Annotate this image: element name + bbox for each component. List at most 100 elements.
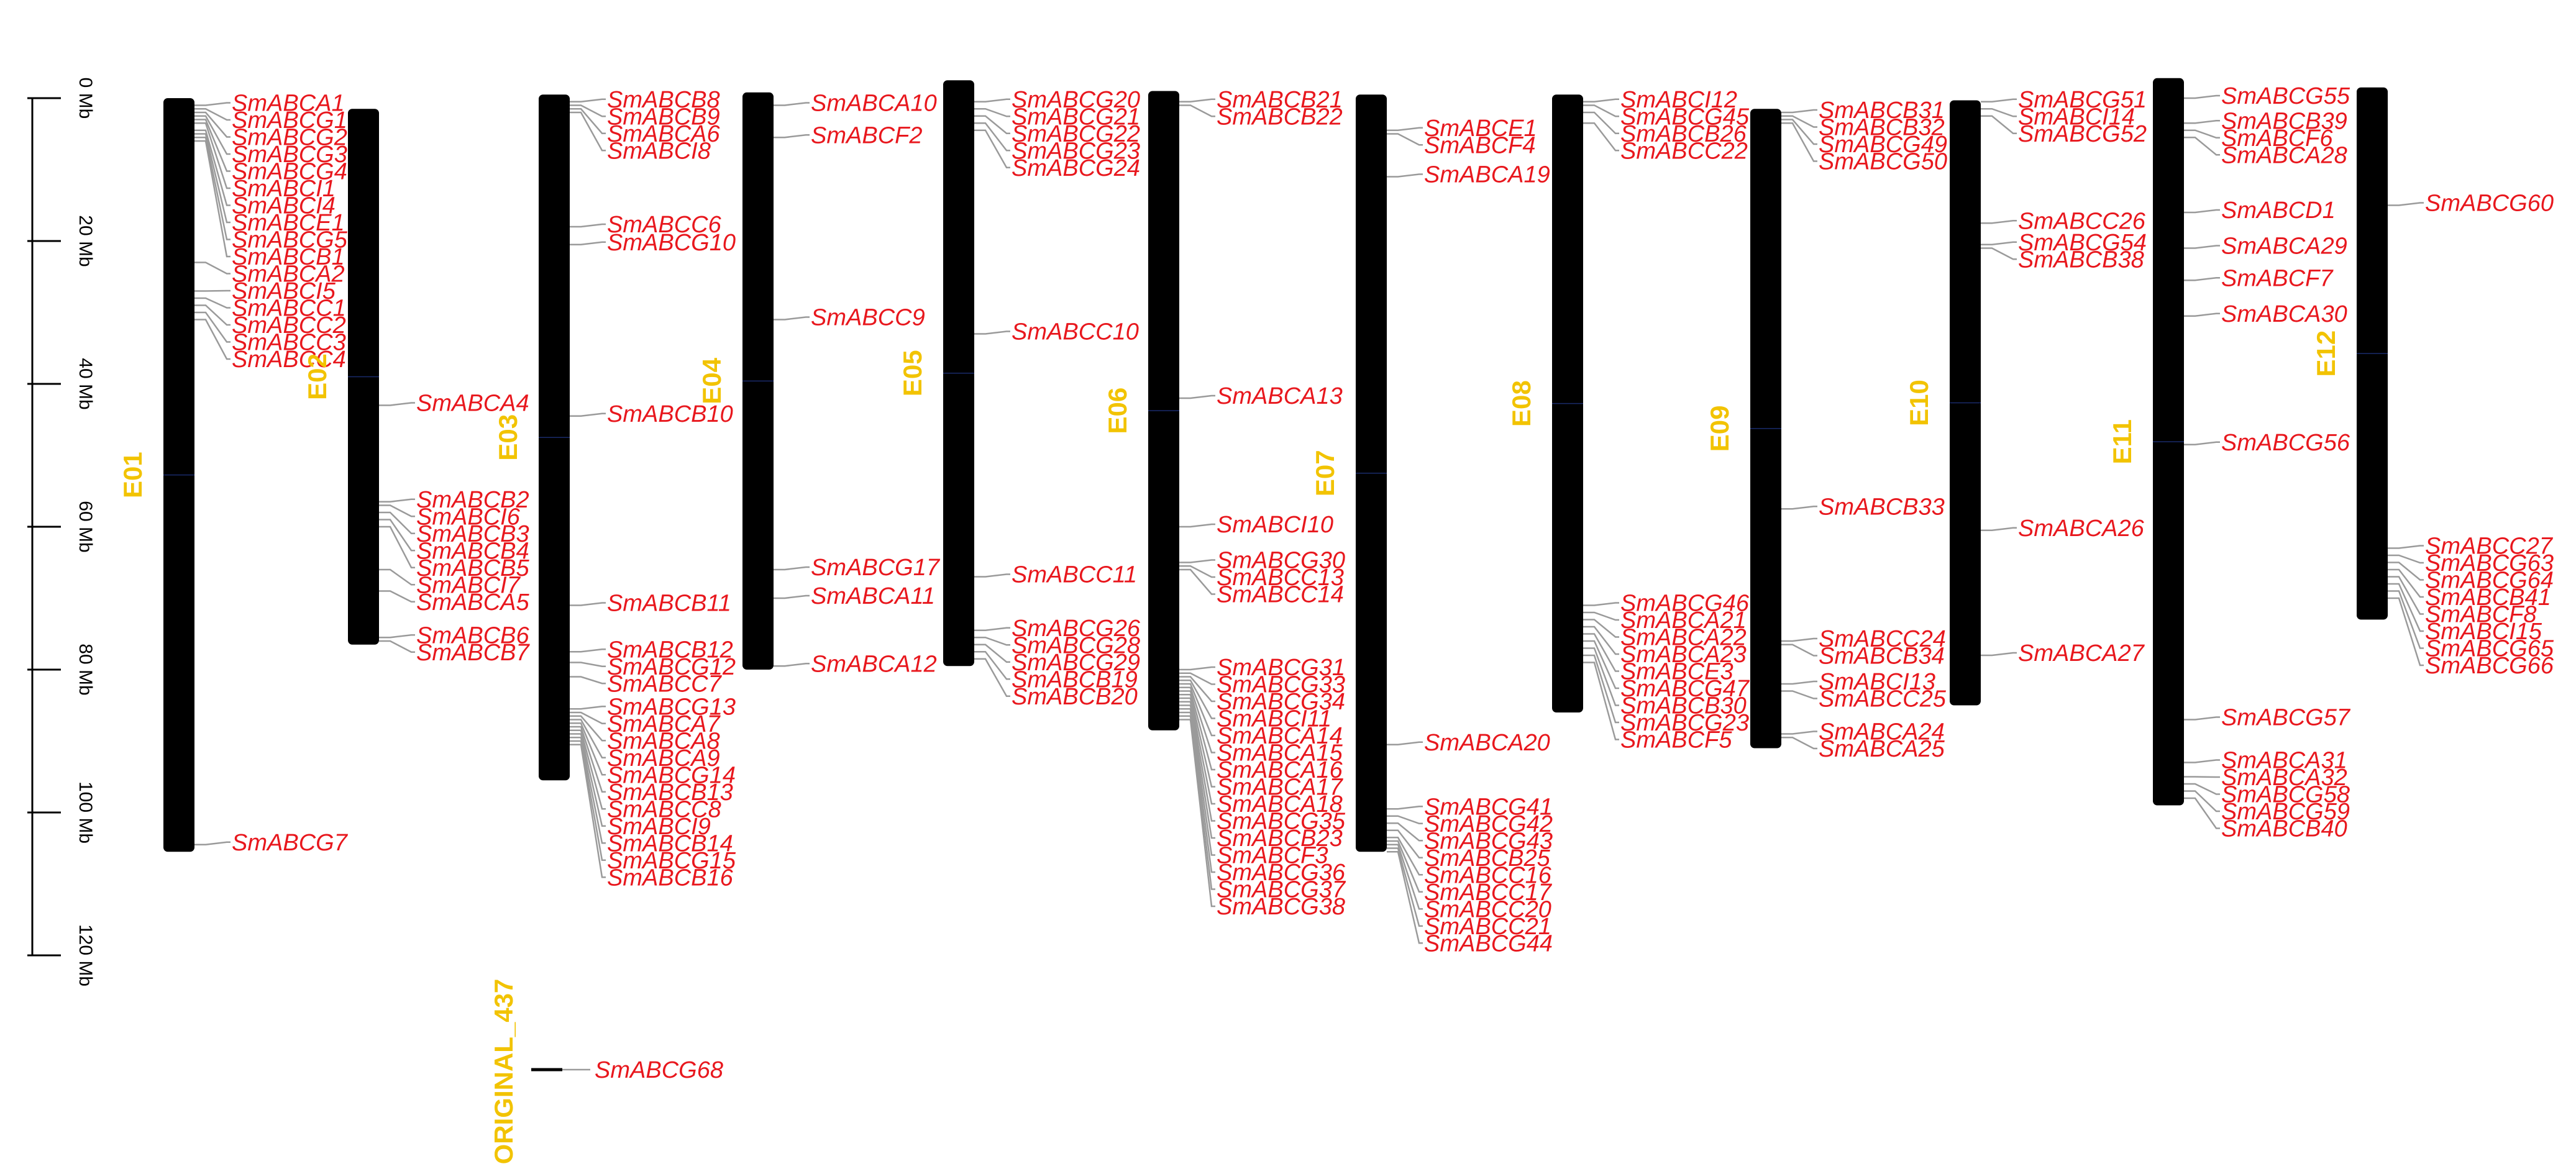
gene-label: SmABCG57 — [2221, 705, 2351, 731]
gene-leader-line — [570, 648, 606, 653]
gene-leader-line — [194, 119, 231, 172]
gene-leader-line — [1781, 730, 1817, 735]
gene-label: SmABCB38 — [2018, 247, 2144, 273]
gene-label: SmABCA19 — [1424, 162, 1550, 188]
gene-label: SmABCF5 — [1620, 727, 1732, 753]
gene-label: SmABCG59 — [2221, 799, 2350, 825]
gene-label: SmABCE3 — [1620, 659, 1733, 685]
gene-label: SmABCB32 — [1819, 115, 1945, 141]
gene-leader-line — [1583, 626, 1619, 655]
gene-leader-line — [1583, 647, 1619, 706]
chromosome-e10: E10SmABCG51SmABCI14SmABCG52SmABCC26SmABC… — [1904, 87, 2147, 706]
gene-leader-line — [1179, 559, 1215, 563]
gene-label: SmABCG15 — [607, 848, 736, 874]
gene-leader-line — [1179, 701, 1215, 822]
gene-leader-line — [1179, 676, 1215, 703]
gene-leader-line — [1387, 133, 1423, 146]
gene-label: SmABCI5 — [232, 278, 336, 304]
gene-leader-line — [1583, 654, 1619, 724]
unplaced-scaffold: ORIGINAL_437 SmABCG68 — [489, 979, 723, 1165]
gene-label: SmABCG5 — [232, 227, 348, 253]
gene-label: SmABCB33 — [1819, 494, 1945, 520]
gene-label: SmABCG42 — [1424, 811, 1553, 837]
gene-leader-line — [570, 711, 606, 724]
gene-label: SmABCG4 — [232, 159, 347, 185]
gene-label: SmABCC7 — [607, 671, 723, 697]
gene-leader-line — [2388, 568, 2424, 598]
gene-leader-line — [974, 644, 1010, 663]
gene-leader-line — [194, 140, 231, 258]
gene-label: SmABCI10 — [1217, 512, 1333, 538]
chromosome-label: E06 — [1103, 388, 1132, 434]
gene-label: SmABCG38 — [1217, 894, 1345, 920]
gene-leader-line — [194, 129, 231, 206]
chromosome-layer: E01SmABCA1SmABCG1SmABCG2SmABCG3SmABCG4Sm… — [118, 78, 2554, 957]
gene-label: SmABCG46 — [1620, 591, 1750, 617]
chromosome-e03: E03SmABCB8SmABCB9SmABCA6SmABCI8SmABCC6Sm… — [493, 87, 736, 891]
gene-leader-line — [1179, 686, 1215, 753]
gene-leader-line — [1179, 523, 1215, 528]
gene-leader-line — [774, 663, 810, 667]
gene-label: SmABCB13 — [607, 780, 733, 806]
gene-label: SmABCI12 — [1620, 87, 1737, 113]
gene-leader-line — [974, 129, 1010, 168]
gene-leader-line — [570, 706, 606, 710]
gene-leader-line — [379, 640, 415, 653]
gene-leader-line — [379, 519, 415, 552]
gene-label: SmABCB3 — [416, 521, 529, 547]
gene-leader-line — [2184, 783, 2220, 795]
gene-leader-line — [570, 111, 606, 152]
gene-leader-line — [2184, 716, 2220, 721]
gene-label: SmABCC16 — [1424, 862, 1552, 888]
gene-label: SmABCG68 — [595, 1057, 723, 1083]
scaffold-label: ORIGINAL_437 — [489, 979, 518, 1165]
gene-label: SmABCI8 — [607, 138, 711, 164]
gene-leader-line — [1583, 640, 1619, 689]
gene-leader-line — [974, 115, 1010, 134]
gene-label: SmABCF8 — [2425, 602, 2536, 628]
gene-label: SmABCB31 — [1819, 98, 1945, 124]
gene-leader-line — [570, 602, 606, 606]
gene-leader-line — [1583, 98, 1619, 102]
gene-leader-line — [1781, 737, 1817, 750]
gene-leader-line — [194, 262, 231, 275]
gene-leader-line — [1179, 98, 1215, 102]
gene-label: SmABCB25 — [1424, 845, 1551, 871]
chromosome-e04: E04SmABCA10SmABCF2SmABCC9SmABCG17SmABCA1… — [697, 91, 941, 678]
gene-label: SmABCC21 — [1424, 914, 1551, 940]
chromosome-label: E05 — [898, 350, 927, 396]
gene-leader-line — [1179, 680, 1215, 719]
scale-tick-label: 0 Mb — [75, 78, 96, 119]
gene-leader-line — [1981, 220, 2017, 224]
gene-leader-line — [570, 744, 606, 878]
gene-label: SmABCI9 — [607, 814, 711, 840]
gene-leader-line — [1179, 708, 1215, 856]
gene-leader-line — [1179, 694, 1215, 788]
gene-label: SmABCC17 — [1424, 880, 1553, 906]
gene-leader-line — [570, 412, 606, 417]
gene-label: SmABCG43 — [1424, 828, 1553, 854]
gene-label: SmABCC4 — [232, 347, 346, 373]
gene-leader-line — [194, 122, 231, 189]
gene-label: SmABCA32 — [2221, 765, 2347, 791]
gene-label: SmABCA7 — [607, 711, 721, 737]
gene-label: SmABCB30 — [1620, 693, 1747, 719]
gene-leader-line — [194, 111, 231, 138]
chromosome-e08: E08SmABCI12SmABCG45SmABCB26SmABCC22SmABC… — [1507, 87, 1750, 753]
gene-label: SmABCG21 — [1012, 104, 1140, 130]
chromosome-e01: E01SmABCA1SmABCG1SmABCG2SmABCG3SmABCG4Sm… — [118, 91, 349, 856]
gene-leader-line — [1981, 652, 2017, 657]
gene-label: SmABCA21 — [1620, 607, 1747, 634]
gene-label: SmABCG24 — [1012, 155, 1140, 181]
gene-leader-line — [974, 637, 1010, 646]
gene-leader-line — [570, 98, 606, 102]
gene-label: SmABCG66 — [2425, 653, 2554, 679]
gene-label: SmABCG7 — [232, 830, 349, 856]
gene-leader-line — [2184, 94, 2220, 99]
gene-label: SmABCI7 — [416, 572, 521, 598]
gene-leader-line — [1781, 680, 1817, 685]
gene-leader-line — [1179, 704, 1215, 839]
gene-label: SmABCC11 — [1012, 562, 1137, 588]
